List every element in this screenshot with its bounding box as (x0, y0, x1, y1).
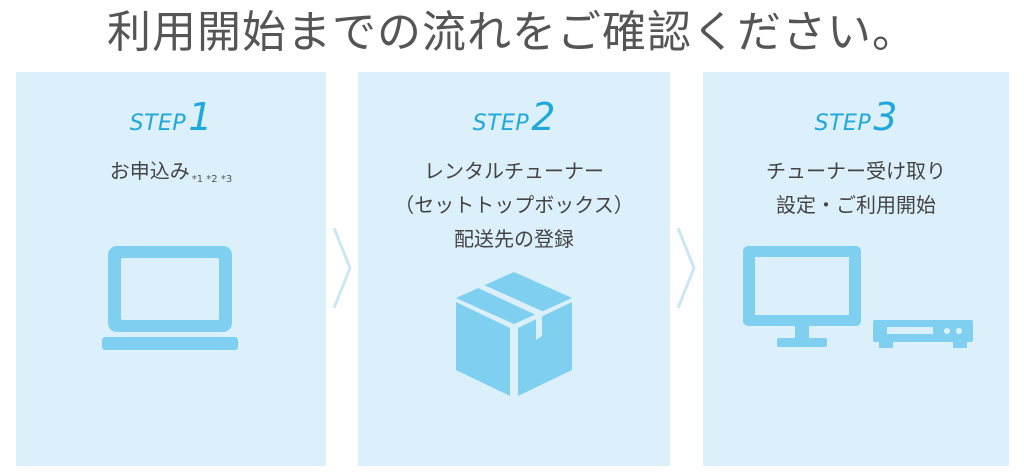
step-1-footnote-marks: *1 *2 *3 (191, 174, 233, 185)
monitor-and-tuner-icon (743, 246, 973, 348)
step-2-line-3: 配送先の登録 (454, 227, 574, 251)
step-3-number: 3 (873, 95, 898, 139)
step-1-text: お申込み (109, 159, 190, 183)
step-3-line-2: 設定・ご利用開始 (776, 193, 936, 217)
step-2-panel: STEP2 レンタルチューナー （セットトップボックス） 配送先の登録 (358, 72, 670, 466)
laptop-icon (102, 246, 238, 350)
step-2-label: STEP2 (358, 94, 670, 140)
step-1-number: 1 (188, 95, 213, 139)
package-box-icon (456, 272, 572, 396)
step-3-description: チューナー受け取り 設定・ご利用開始 (703, 154, 1009, 222)
step-3-label: STEP3 (703, 94, 1009, 140)
step-1-line-1: お申込み*1 *2 *3 (16, 154, 326, 197)
step-2-line-1: レンタルチューナー (424, 159, 604, 183)
step-3-line-1: チューナー受け取り (766, 159, 946, 183)
step-1-word: STEP (129, 111, 187, 136)
step-1-label: STEP1 (16, 94, 326, 140)
step-2-line-2: （セットトップボックス） (394, 193, 634, 217)
step-3-word: STEP (814, 111, 872, 136)
step-3-panel: STEP3 チューナー受け取り 設定・ご利用開始 (703, 72, 1009, 466)
step-1-description: お申込み*1 *2 *3 (16, 154, 326, 197)
chevron-right-icon (676, 227, 696, 309)
step-2-word: STEP (472, 111, 530, 136)
chevron-right-icon (332, 227, 352, 309)
page-title: 利用開始までの流れをご確認ください。 (107, 7, 917, 58)
step-1-panel: STEP1 お申込み*1 *2 *3 (16, 72, 326, 466)
step-2-description: レンタルチューナー （セットトップボックス） 配送先の登録 (358, 154, 670, 256)
step-2-number: 2 (531, 95, 556, 139)
